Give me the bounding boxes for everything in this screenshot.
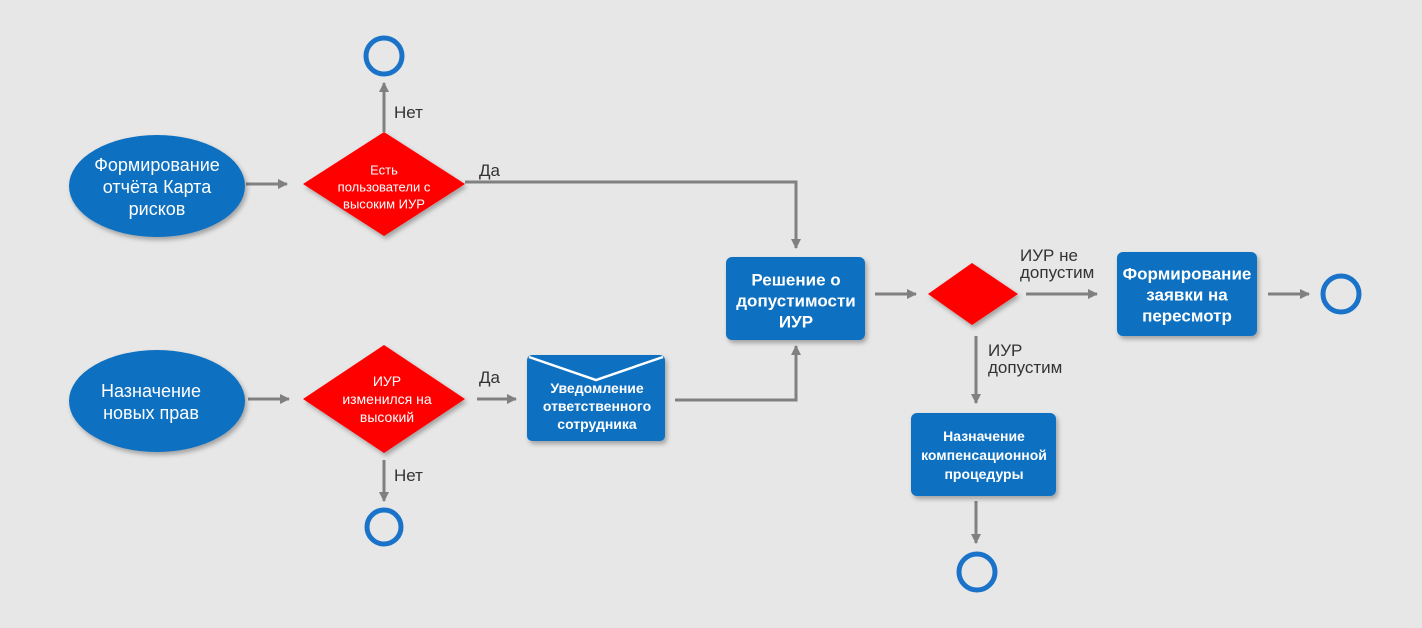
decision-final-gateway[interactable]	[928, 263, 1018, 325]
edge-label-no-bottom: Нет	[394, 466, 423, 485]
edge-label-yes-bottom: Да	[479, 368, 501, 387]
end-event-bottom[interactable]	[364, 507, 404, 547]
end-event-top[interactable]	[363, 35, 405, 77]
end-event-review[interactable]	[1320, 273, 1362, 315]
connectors	[246, 82, 1310, 544]
envelope-icon	[528, 355, 664, 382]
edge-label-no-top: Нет	[394, 103, 423, 122]
arrow-decision-yes-to-acceptability	[465, 180, 801, 249]
edge-label-yes-top: Да	[479, 161, 501, 180]
end-event-compensation[interactable]	[956, 551, 998, 593]
arrow-notify-to-acceptability	[675, 345, 801, 402]
